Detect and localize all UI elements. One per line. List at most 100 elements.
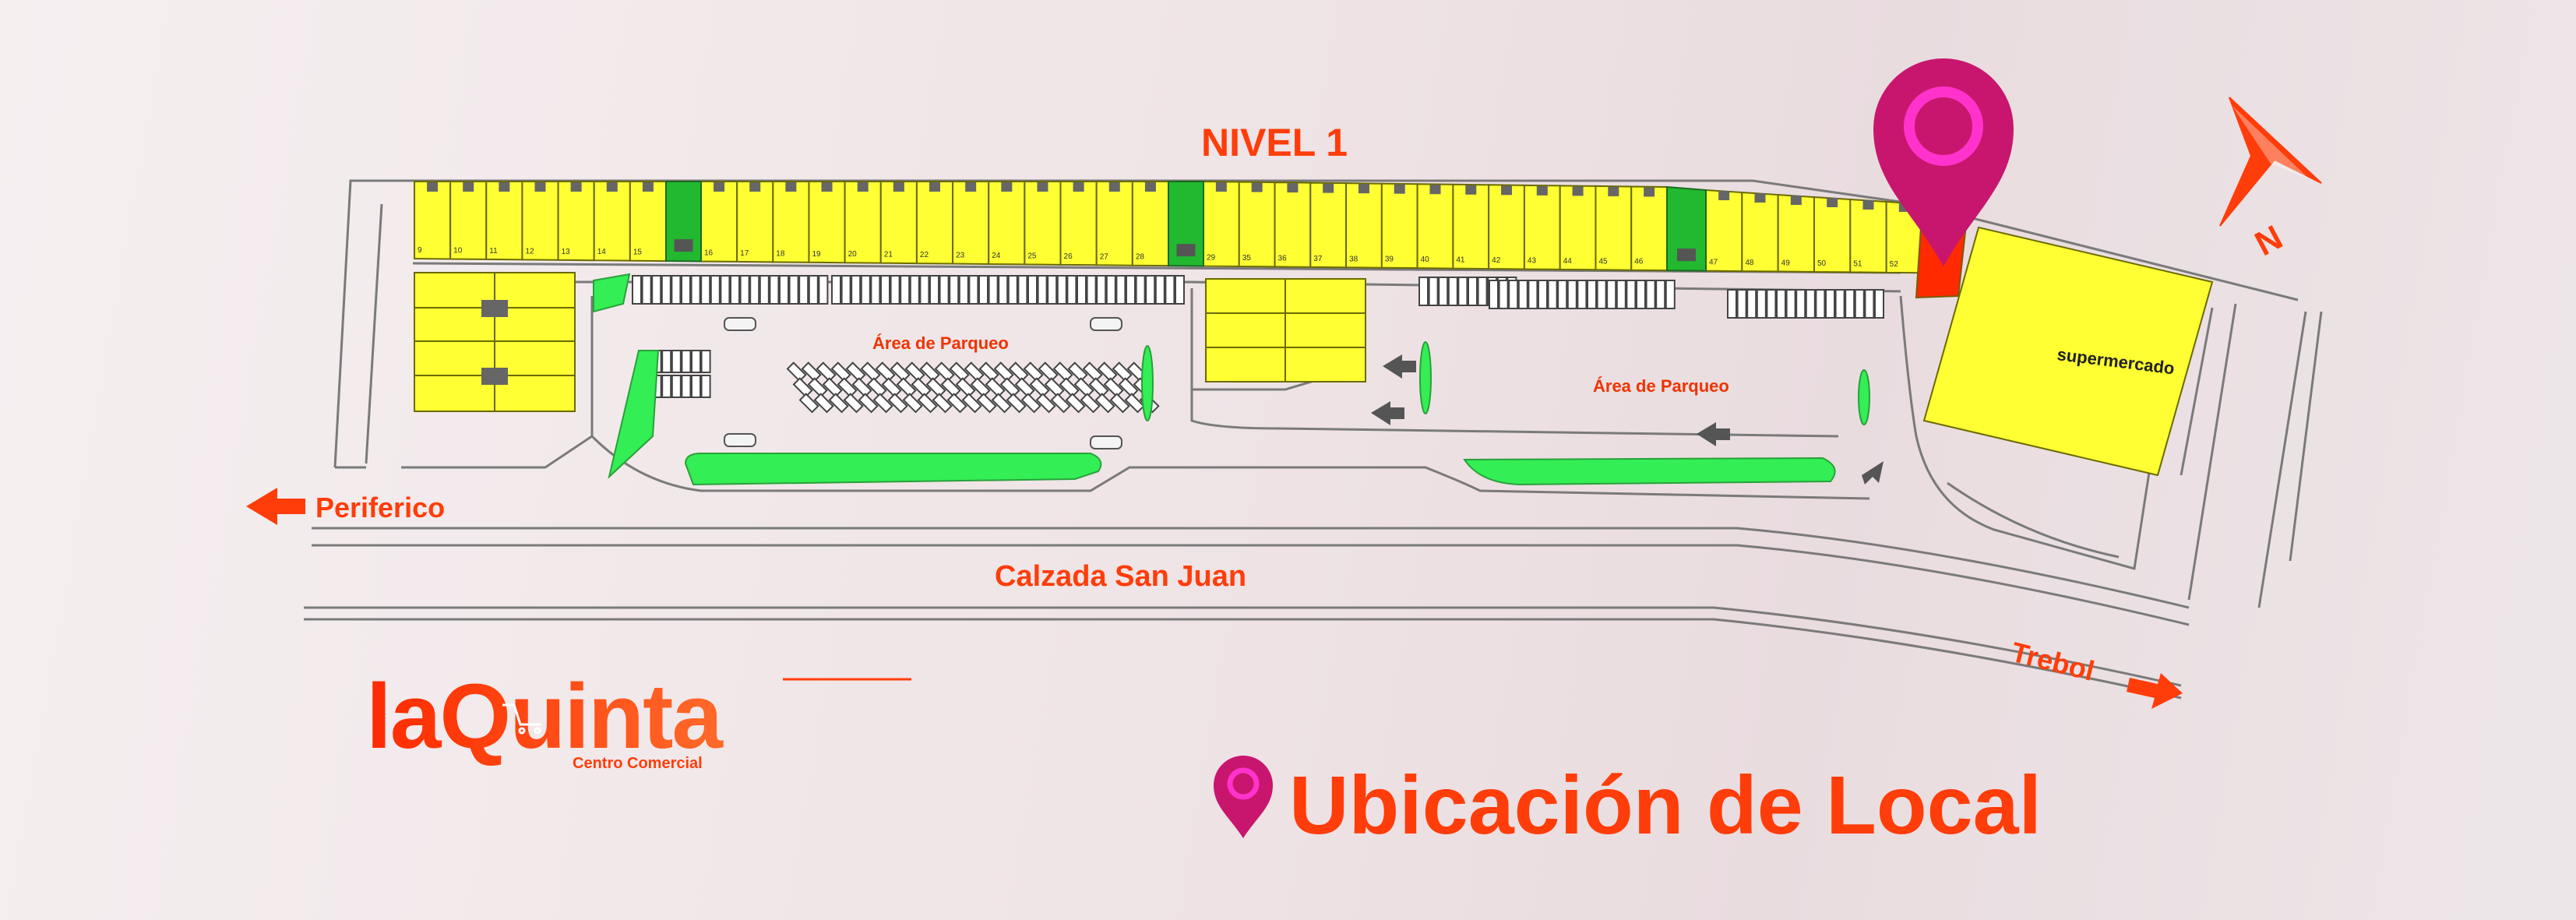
parking-stall [1577,280,1588,309]
parking-stall [1145,275,1156,305]
north-compass: N [2219,97,2322,263]
brand-tagline: Centro Comercial [573,755,703,772]
parking-stall [1008,361,1029,382]
parking-stalls [632,275,1884,398]
store-number: 49 [1781,259,1791,268]
parking-stall [1457,277,1468,306]
store-number: 28 [1136,253,1145,262]
parking-stall [1489,280,1499,309]
parking-stall [720,275,731,305]
parking-stall [807,377,828,398]
store-number: 36 [1278,254,1288,263]
parking-stall [1020,393,1041,414]
parking-stall [1665,280,1676,309]
store-number: 13 [562,248,571,256]
store-meter-icon [749,182,761,192]
store-number: 26 [1064,252,1073,261]
parking-stall [1086,275,1097,305]
parking-stall [991,393,1012,414]
store-number: 24 [992,252,1001,260]
parking-stall [1014,377,1035,398]
parking-stall [749,275,760,305]
parking-stall [798,393,819,414]
parking-stall [808,275,819,305]
parking-stall [828,393,849,414]
parking-stall [1154,275,1165,305]
parking-stall [661,375,672,398]
store-meter-icon [427,182,439,192]
parking-stall [1037,275,1048,305]
parking-stall [1059,377,1080,398]
parking-stall [1517,280,1528,309]
store-number: 22 [920,251,929,259]
parking-stall [1626,280,1637,309]
parking-stall [1082,361,1103,382]
store-number: 52 [1890,260,1899,269]
parking-stall [816,361,837,382]
parking-stall [985,377,1006,398]
parking-stall [961,393,982,414]
store-number: 48 [1745,259,1754,267]
parking-stall [1645,280,1656,309]
store-meter-icon [1073,182,1084,192]
supermarket-block[interactable] [1922,226,2214,477]
parking-stall [866,377,887,398]
parking-stall [1105,275,1116,305]
parking-stall [651,275,662,305]
store-number: 21 [884,251,893,259]
parking-stall [1815,289,1826,319]
store-number: 19 [812,250,821,259]
store-number: 46 [1634,258,1644,266]
parking-stall [946,393,967,414]
parking-stall [661,275,671,305]
store-meter-icon [1144,182,1156,192]
parking-stall [851,377,872,398]
parking-stall [1557,280,1568,309]
store-meter-icon [1501,185,1513,196]
parking-stall [700,375,711,398]
stairs-icon [1176,244,1196,257]
parking-area-label-right: Área de Parqueo [1593,376,1729,396]
parking-stall [1073,377,1094,398]
parking-stall [1103,377,1124,398]
north-label: N [2249,218,2289,263]
store-number: 44 [1563,257,1573,266]
parking-stall [1736,289,1747,319]
parking-stall [949,275,960,305]
store-number: 43 [1528,256,1537,265]
store-meter-icon [1287,183,1299,193]
street-label-calzada: Calzada San Juan [995,560,1246,593]
parking-stall [661,350,672,373]
store-meter-icon [1358,184,1369,194]
store-number: 15 [633,249,643,257]
parking-stall [890,361,911,382]
parking-stall [690,275,701,305]
store-meter-icon [1465,185,1477,195]
store-number: 29 [1207,254,1216,263]
parking-stall [1498,280,1509,309]
parking-stall [1067,361,1088,382]
parking-stall [858,393,879,414]
store-meter-icon [857,182,869,192]
parking-stall [917,393,938,414]
parking-stall [759,275,770,305]
store-meter-icon [1536,185,1548,196]
store-meter-icon [1718,191,1730,200]
parking-stall [1566,280,1577,309]
parking-stall [919,361,940,382]
parking-stall [1547,280,1558,309]
store-meter-icon [499,182,510,192]
parking-stall [1047,275,1058,305]
store-block-left [414,272,576,412]
parking-stall [1746,289,1757,319]
direction-periferico: Periferico [246,488,445,525]
store-number: 23 [956,252,965,260]
parking-stall [671,275,682,305]
parking-stall [860,361,881,382]
parking-stall [1088,377,1109,398]
parking-stall [1418,277,1429,306]
parking-stall [1165,275,1175,305]
parking-stall [1109,393,1130,414]
location-pin-icon[interactable] [1873,58,2014,266]
parking-stall [978,275,988,305]
